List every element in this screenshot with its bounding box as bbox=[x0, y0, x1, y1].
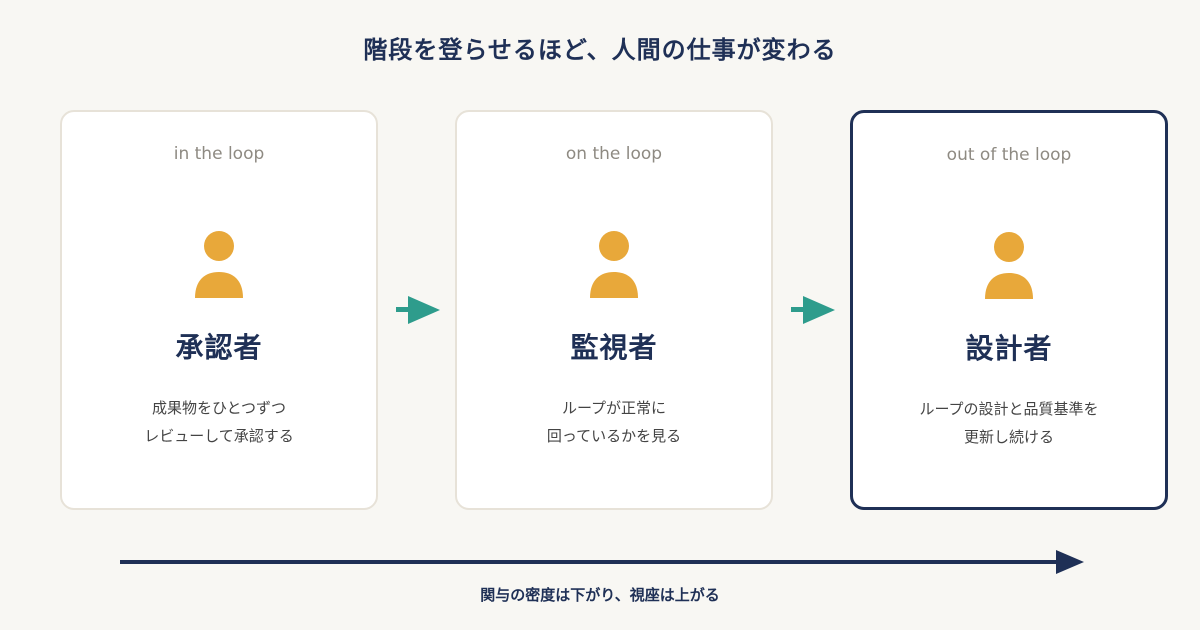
axis-caption: 関与の密度は下がり、視座は上がる bbox=[480, 586, 720, 604]
stage-mode-label: out of the loop bbox=[946, 145, 1072, 165]
page-title: 階段を登らせるほど、人間の仕事が変わる bbox=[363, 36, 837, 64]
next-step-arrow-icon bbox=[791, 296, 835, 324]
person-icon bbox=[985, 232, 1033, 299]
stage-description: ループの設計と品質基準を 更新し続ける bbox=[853, 395, 1165, 451]
stage-description-line: 回っているかを見る bbox=[546, 427, 682, 445]
person-icon bbox=[590, 231, 638, 298]
person-icon bbox=[195, 231, 243, 298]
stage-description: ループが正常に 回っているかを見る bbox=[457, 394, 771, 450]
progression-arrow-icon bbox=[120, 550, 1084, 574]
stage-description-line: ループが正常に bbox=[561, 399, 667, 417]
stage-description-line: 更新し続ける bbox=[963, 428, 1054, 446]
stage-mode-label: on the loop bbox=[565, 144, 663, 164]
stage-description-line: ループの設計と品質基準を bbox=[919, 400, 1099, 418]
stage-description-line: レビューして承認する bbox=[144, 427, 294, 445]
stage-card-in-the-loop: in the loop 承認者 成果物をひとつずつ レビューして承認する bbox=[60, 110, 378, 510]
stage-role: 設計者 bbox=[965, 332, 1053, 365]
stage-card-on-the-loop: on the loop 監視者 ループが正常に 回っているかを見る bbox=[455, 110, 773, 510]
stage-description-line: 成果物をひとつずつ bbox=[152, 399, 286, 417]
stage-role: 承認者 bbox=[175, 331, 263, 364]
next-step-arrow-icon bbox=[396, 296, 440, 324]
stage-role: 監視者 bbox=[570, 331, 658, 364]
stage-card-out-of-the-loop: out of the loop 設計者 ループの設計と品質基準を 更新し続ける bbox=[850, 110, 1168, 510]
stage-mode-label: in the loop bbox=[173, 144, 265, 164]
stage-description: 成果物をひとつずつ レビューして承認する bbox=[62, 394, 376, 450]
